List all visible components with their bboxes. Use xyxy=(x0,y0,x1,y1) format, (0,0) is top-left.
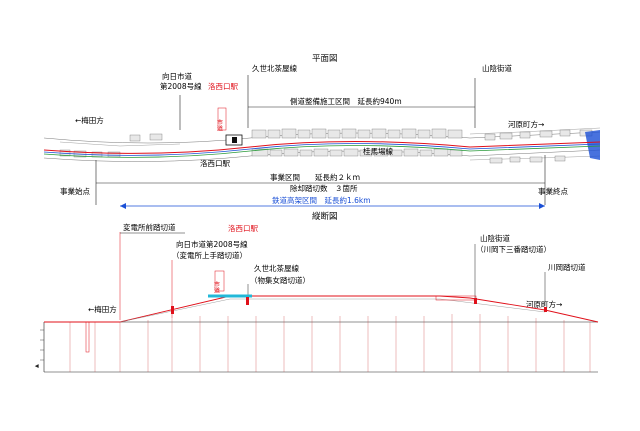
profile-label-sanin-road: 山陰街道 xyxy=(480,233,510,243)
plan-label-station-red: 洛西口駅 xyxy=(208,81,238,91)
plan-rail-blue xyxy=(43,143,601,156)
svg-text:▲: ▲ xyxy=(34,364,40,368)
plan-label-station: 洛西口駅 xyxy=(200,158,230,168)
plan-buildings xyxy=(59,128,593,164)
plan-label-ichido: 市道 xyxy=(216,118,223,132)
plan-label-side-road: 側道整備施工区間 延長約940m xyxy=(290,96,402,106)
profile-to-umeda: ←梅田方 xyxy=(88,304,117,314)
plan-title: 平面図 xyxy=(312,54,338,64)
plan-view: 平面図 向日市道 第2008号線 久世北茶屋線 山陰街道 洛西口駅 市道 側道整… xyxy=(43,54,601,209)
plan-label-removed: 除却踏切数 ３箇所 xyxy=(290,183,358,193)
profile-title: 縦断図 xyxy=(312,211,338,222)
crossing-marker xyxy=(544,307,547,312)
profile-label-kawaoka: （川岡下三番踏切道） xyxy=(476,244,551,254)
profile-label-monomi: （物集女踏切道） xyxy=(250,275,310,285)
profile-label-kuse-line: 久世北茶屋線 xyxy=(254,263,299,273)
crossing-marker xyxy=(171,306,174,314)
plan-label-katsura: 桂馬場線 xyxy=(363,146,393,156)
plan-label-kuse-line: 久世北茶屋線 xyxy=(252,63,297,73)
crossing-marker xyxy=(246,297,249,305)
plan-rail-red xyxy=(43,141,601,154)
profile-label-road-muko: 向日市道第2008号線 xyxy=(176,239,248,249)
plan-label-start: 事業始点 xyxy=(60,186,90,196)
profile-label-hendensho-mae: 変電所前踏切道 xyxy=(123,222,176,232)
profile-scale xyxy=(40,329,44,361)
profile-grid xyxy=(69,314,591,372)
plan-to-umeda: ←梅田方 xyxy=(75,115,104,125)
profile-label-ichido: 市道 xyxy=(213,280,220,294)
profile-label-station: 洛西口駅 xyxy=(228,223,258,233)
plan-label-end: 事業終点 xyxy=(538,186,568,196)
profile-label-kawaoka-crossing: 川岡踏切道 xyxy=(548,262,586,272)
profile-to-kawaramachi: 河原町方→ xyxy=(526,299,562,309)
plan-rail-green xyxy=(43,145,601,158)
profile-rail-red xyxy=(44,295,599,323)
plan-label-elevated: 鉄道高架区間 延長約1.6km xyxy=(272,195,371,205)
plan-label-road-muko: 向日市道 xyxy=(162,71,192,81)
plan-label-sanin-road: 山陰街道 xyxy=(482,63,512,73)
crossing-marker xyxy=(474,298,477,304)
plan-to-kawaramachi: 河原町方→ xyxy=(508,119,544,129)
profile-label-hendensho-ue: （変電所上手踏切道） xyxy=(172,250,247,260)
profile-view: 縦断図 変電所前踏切道 洛西口駅 向日市道第2008号線 （変電所上手踏切道） … xyxy=(34,211,599,373)
plan-label-project-section: 事業区間 延長約２ｋｍ xyxy=(270,172,360,182)
plan-label-road-muko-no: 第2008号線 xyxy=(160,81,202,91)
